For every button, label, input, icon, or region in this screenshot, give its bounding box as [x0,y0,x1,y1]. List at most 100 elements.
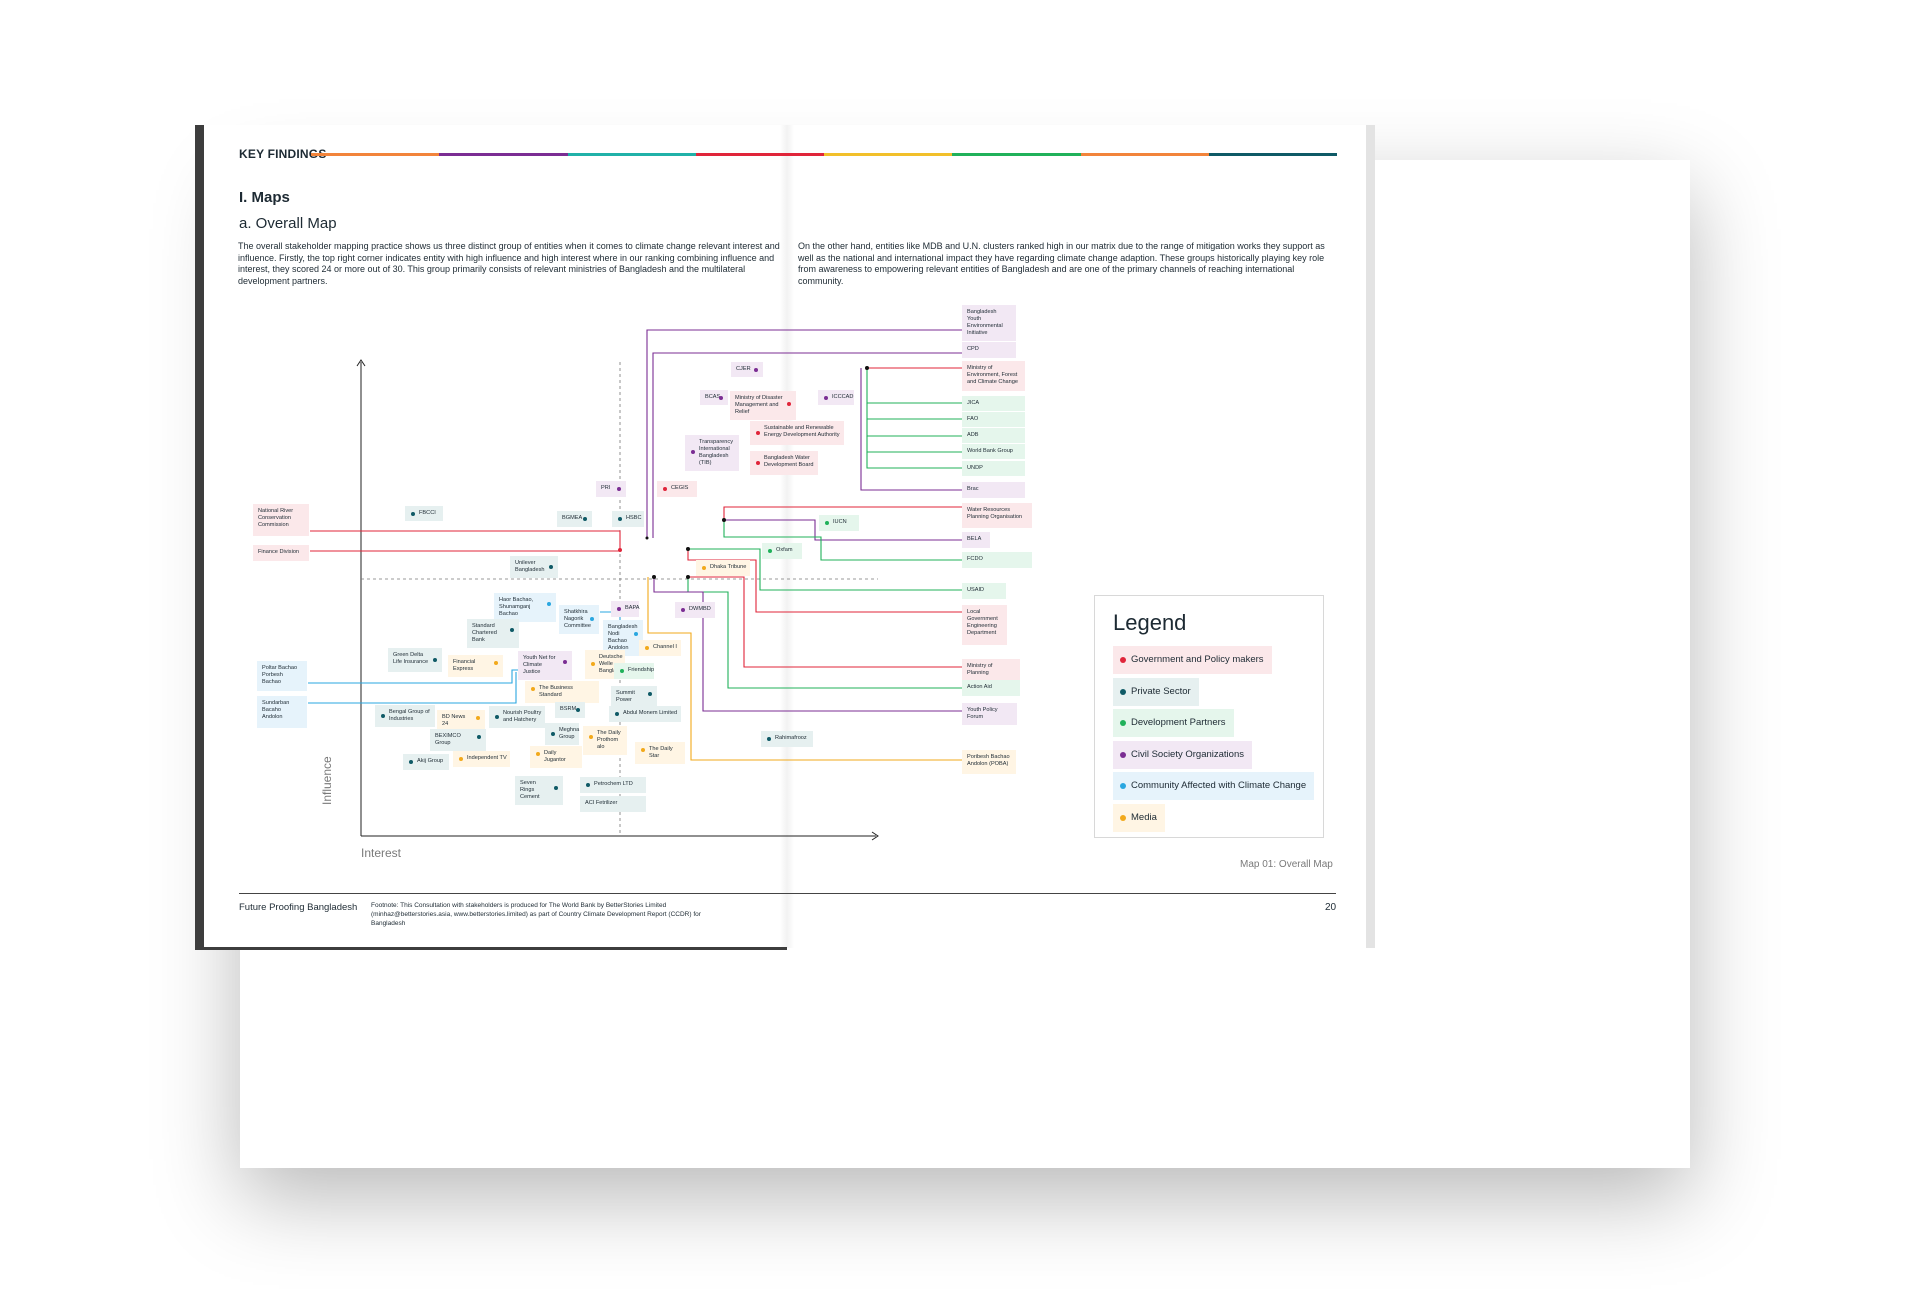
node-shatkhira: Shatkhira Nagorik Committee [559,605,599,634]
category-dot-icon [620,669,624,673]
category-dot-icon [494,661,498,665]
node-meghna: Meghna Group [545,723,579,745]
node-fcdo: FCDO [962,552,1032,568]
category-dot-icon [756,431,760,435]
node-summit: Summit Power [611,686,657,708]
rule-segment [824,153,953,156]
legend-item-gov: Government and Policy makers [1113,646,1272,674]
category-dot-icon [531,687,535,691]
legend-label: Government and Policy makers [1131,654,1264,665]
category-dot-icon [617,607,621,611]
node-tib: Transparency International Bangladesh (T… [685,435,739,471]
node-prothomalo: The Daily Prothom alo [583,726,627,755]
category-dot-icon [576,708,580,712]
footer-rule [239,893,1336,894]
node-label: Water Resources Planning Organisation [967,507,1023,520]
category-dot-icon [768,549,772,553]
node-tbs: The Business Standard [525,681,599,703]
node-cegis: CEGIS [657,481,697,497]
y-axis-label: Influence [320,756,334,805]
node-finexpress: Financial Express [448,655,503,677]
node-sundarban: Sundarban Bacaho Andolon [257,696,307,728]
category-dot-icon [381,714,385,718]
node-dwmbd: DWMBD [675,602,715,618]
node-label: Deutsche Welle Bangla [599,654,623,674]
node-bcas: BCAS [700,390,728,405]
node-label: Abdul Monem Limited [623,710,678,716]
rule-segment [439,153,568,156]
page-number: 20 [1325,902,1337,913]
category-dot-icon [589,735,593,739]
node-label: Akij Group [417,758,444,764]
category-dot-icon [547,602,551,606]
node-label: Dhaka Tribune [710,564,747,570]
legend-dot-icon [1120,751,1126,758]
node-label: Haor Bachao, Shunamganj Bachao [499,597,534,617]
category-dot-icon [641,748,645,752]
category-dot-icon [787,402,791,406]
node-label: DWMBD [689,606,711,612]
node-label: Ministry of Environment, Forest and Clim… [967,365,1018,385]
category-dot-icon [618,517,622,521]
node-label: Independent TV [467,755,507,761]
node-label: Youth Policy Forum [967,707,998,720]
node-sevenrings: Seven Rings Cement [515,776,563,805]
legend-item-dev: Development Partners [1113,709,1234,737]
node-bapa: BAPA [611,601,640,617]
node-label: BEXIMCO Group [435,733,461,746]
node-poba: Poribesh Bachao Andolon (POBA) [962,750,1016,774]
node-label: Ministry of Planning [967,663,993,676]
node-label: Finance Division [258,549,300,555]
node-juganter: Daily Jugantor [530,746,582,768]
category-dot-icon [563,660,567,664]
rule-segment [695,153,824,156]
legend-dot-icon [1120,783,1126,789]
node-rahimafrooz: Rahimafrooz [761,731,813,747]
node-dailystar: The Daily Star [635,742,685,764]
node-nourish: Nourish Poultry and Hatchery [489,706,545,728]
node-label: Petrochem LTD [594,781,633,787]
category-dot-icon [583,517,587,521]
rule-segment [952,153,1081,156]
category-dot-icon [702,566,706,570]
header-rule [311,153,1337,156]
legend-dot-icon [1120,814,1126,821]
node-label: PRI [601,485,611,491]
intro-paragraph-left: The overall stakeholder mapping practice… [238,241,780,286]
node-label: Bangladesh Water Development Board [764,455,814,468]
node-label: JICA [967,400,980,406]
category-dot-icon [586,783,590,787]
node-label: BCAS [705,394,721,400]
node-findiv: Finance Division [253,545,309,561]
node-pri: PRI [596,481,626,497]
node-mop: Ministry of Planning [962,659,1020,681]
node-label: The Business Standard [539,685,573,698]
node-label: Brac [967,486,979,492]
node-label: FBCCI [419,510,436,516]
node-label: Oxfam [776,547,793,553]
node-label: HSBC [626,515,642,521]
category-dot-icon [433,658,437,662]
node-label: Unilever Bangladesh [515,560,545,573]
node-label: Ministry of Disaster Management and Reli… [735,395,783,415]
node-label: Sustainable and Renewable Energy Develop… [764,425,840,438]
node-petrochem: Petrochem LTD [580,777,646,793]
category-dot-icon [663,487,667,491]
node-modmr: Ministry of Disaster Management and Reli… [730,391,796,420]
node-label: Meghna Group [559,727,580,740]
node-label: Youth Net for Climate Justice [523,655,556,675]
map-caption: Map 01: Overall Map [1240,859,1333,870]
category-dot-icon [477,735,481,739]
node-label: Poribesh Bachao Andolon (POBA) [967,754,1010,767]
node-label: National River Conservation Commission [258,508,294,528]
node-independent: Independent TV [453,751,510,767]
node-brac: Brac [962,482,1025,498]
node-ypf: Youth Policy Forum [962,703,1017,725]
node-bgmea: BGMEA [557,511,592,527]
node-label: BAPA [625,605,640,611]
legend-label: Civil Society Organizations [1131,748,1244,760]
node-channeli: Channel I [639,640,681,656]
legend-label: Community Affected with Climate Change [1131,780,1307,791]
node-label: BELA [967,536,982,542]
